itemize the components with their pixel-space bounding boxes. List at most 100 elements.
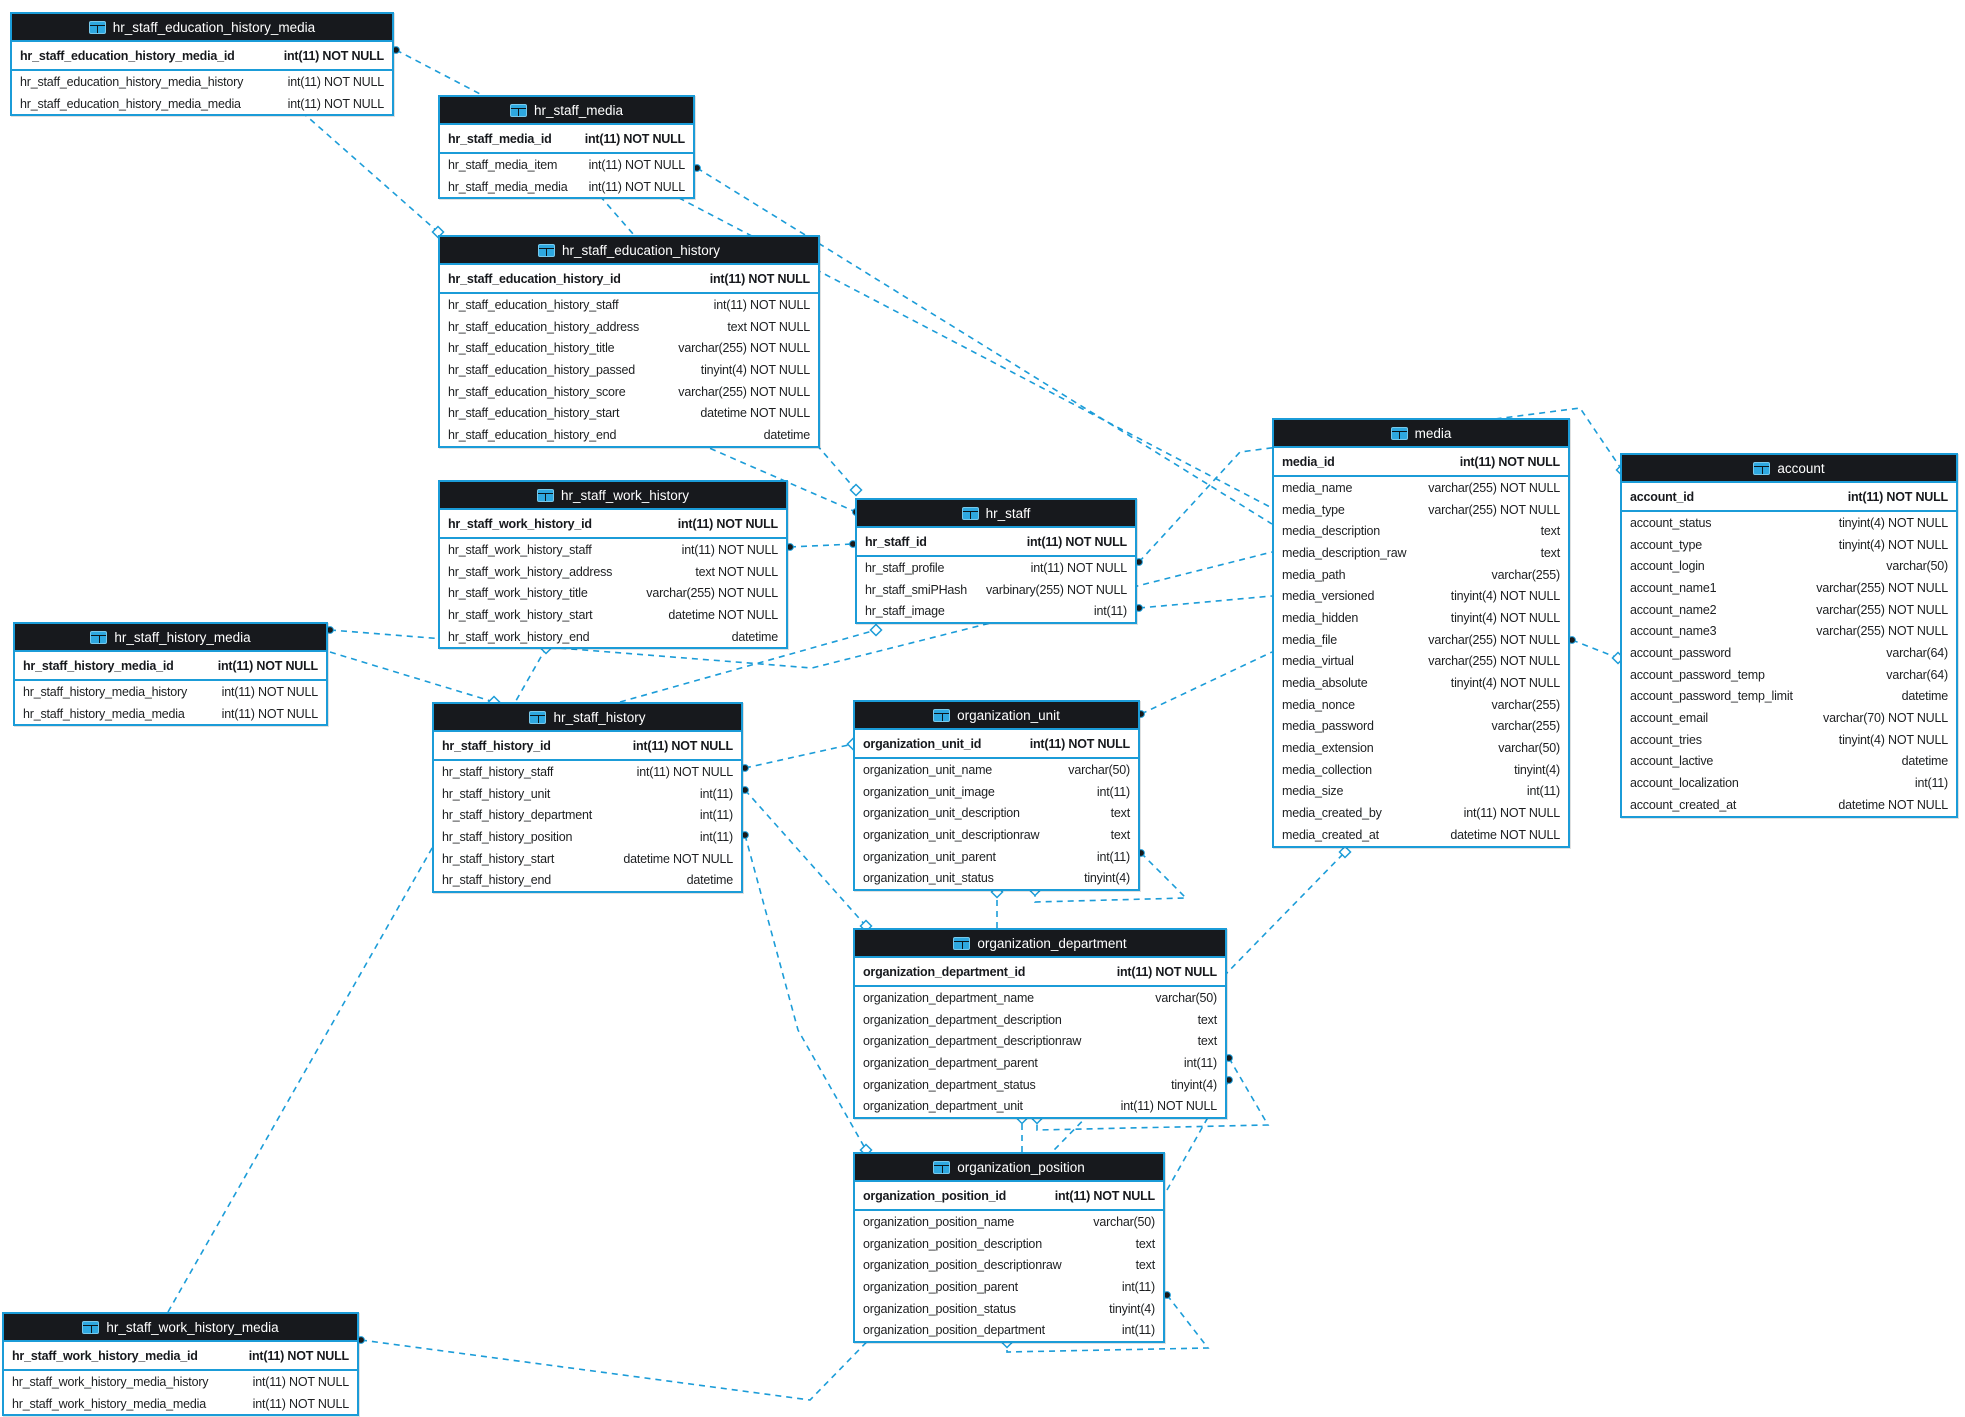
relationship-connector[interactable] [619, 629, 877, 703]
relationship-connector[interactable] [1140, 651, 1273, 715]
table-header[interactable]: organization_position [855, 1154, 1163, 1182]
relationship-connector[interactable] [301, 111, 439, 233]
table-header[interactable]: hr_staff_education_history_media [12, 14, 392, 42]
relationship-connector[interactable] [1006, 1294, 1210, 1353]
table-header[interactable]: hr_staff_education_history [440, 237, 818, 265]
relationship-connector[interactable] [1138, 595, 1273, 609]
table-header[interactable]: hr_staff_history_media [15, 624, 326, 652]
relationship-connector[interactable] [744, 834, 867, 1151]
table-header[interactable]: hr_staff_history [434, 704, 741, 732]
relationship-connector[interactable] [329, 651, 495, 703]
column-row[interactable]: hr_staff_education_history_media_history… [12, 71, 392, 93]
relationship-connector[interactable] [744, 789, 867, 927]
relationship-connector[interactable] [1571, 639, 1619, 659]
table-header[interactable]: hr_staff [857, 500, 1135, 528]
table-header[interactable]: media [1274, 420, 1568, 448]
relationship-connector[interactable] [696, 167, 1273, 525]
relationship-connector[interactable] [1036, 1057, 1270, 1131]
table-header[interactable]: account [1622, 455, 1956, 483]
table-header[interactable]: hr_staff_media [440, 97, 693, 125]
relationship-connector[interactable] [744, 743, 854, 769]
